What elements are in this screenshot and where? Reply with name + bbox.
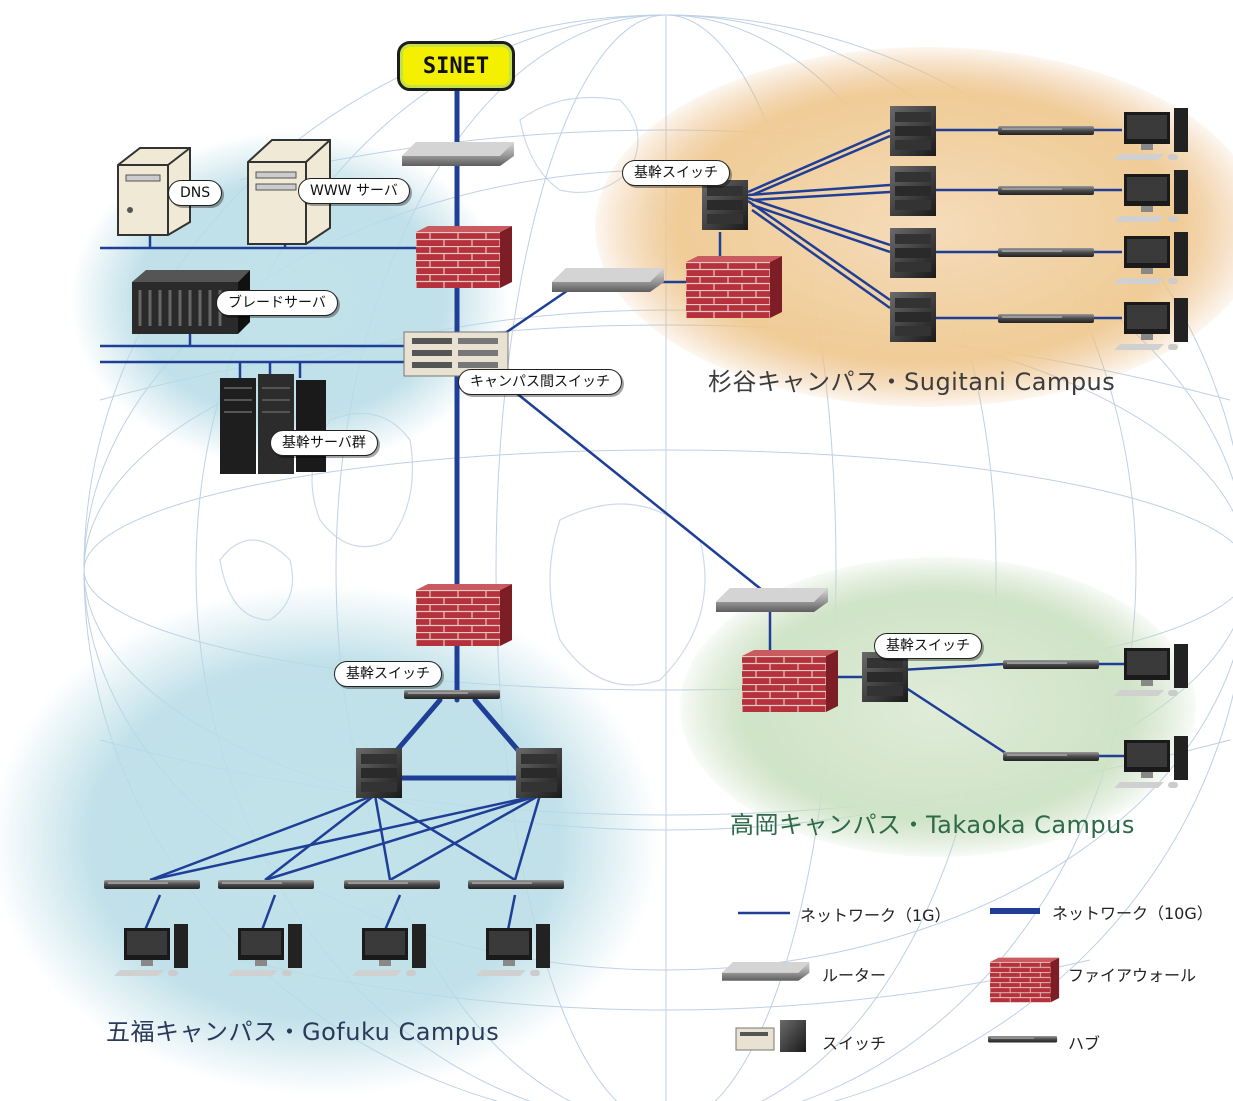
takaoka-campus-title: 高岡キャンパス・Takaoka Campus	[730, 811, 1135, 839]
sugitani-hub-1-icon	[998, 126, 1094, 135]
central-firewall-icon	[416, 226, 512, 288]
core-servers-label: 基幹サーバ群	[270, 430, 378, 456]
takaoka-zone	[680, 557, 1196, 857]
blade-server-icon	[132, 270, 250, 334]
gofuku-campus-title: 五福キャンパス・Gofuku Campus	[106, 1018, 500, 1046]
blade-server-label: ブレードサーバ	[216, 290, 338, 316]
legend-hub-icon	[988, 1036, 1058, 1043]
legend-router-icon	[722, 962, 810, 981]
sugitani-hub-4-icon	[998, 314, 1094, 323]
gofuku-switch-left-icon	[356, 748, 402, 798]
gofuku-core-switch-icon	[404, 690, 500, 699]
gofuku-hub-2-icon	[218, 880, 314, 889]
dns-label: DNS	[168, 180, 223, 206]
takaoka-hub-1-icon	[1003, 660, 1099, 669]
dns-server-icon	[117, 147, 191, 236]
www-server-label: WWW サーバ	[298, 178, 410, 204]
takaoka-router-icon	[716, 588, 828, 612]
sugitani-core-switch-icon	[702, 180, 748, 230]
gofuku-hub-4-icon	[468, 880, 564, 889]
legend-1g-label: ネットワーク（1G）	[800, 906, 951, 925]
gofuku-switch-right-icon	[516, 748, 562, 798]
legend-firewall-label: ファイアウォール	[1068, 966, 1197, 985]
takaoka-core-switch-label: 基幹スイッチ	[874, 633, 982, 659]
legend-switch-icon	[735, 1020, 806, 1052]
legend-switch-label: スイッチ	[822, 1034, 887, 1053]
legend-router-label: ルーター	[822, 966, 887, 985]
sugitani-switch-2-icon	[890, 166, 936, 216]
central-router-icon	[402, 142, 514, 166]
legend-10g-label: ネットワーク（10G）	[1052, 904, 1213, 923]
legend-firewall-icon	[990, 957, 1060, 1003]
core-servers-icon	[220, 374, 326, 474]
legend-hub-label: ハブ	[1068, 1034, 1101, 1053]
sugitani-zone	[595, 47, 1233, 407]
intercampus-switch-icon	[403, 331, 509, 377]
gofuku-hub-1-icon	[104, 880, 200, 889]
takaoka-firewall-icon	[742, 650, 838, 712]
sugitani-firewall-icon	[686, 256, 782, 318]
sugitani-switch-3-icon	[890, 228, 936, 278]
sugitani-hub-2-icon	[998, 186, 1094, 195]
sugitani-switch-4-icon	[890, 292, 936, 342]
gofuku-hub-3-icon	[344, 880, 440, 889]
www-server-icon	[247, 139, 331, 245]
sinet-node: SINET	[397, 41, 515, 91]
takaoka-hub-2-icon	[1003, 752, 1099, 761]
intercampus-switch-label: キャンパス間スイッチ	[458, 369, 622, 395]
sugitani-campus-title: 杉谷キャンパス・Sugitani Campus	[708, 368, 1116, 396]
gofuku-core-switch-label: 基幹スイッチ	[334, 661, 442, 687]
gofuku-firewall-icon	[416, 584, 512, 646]
sugitani-core-switch-label: 基幹スイッチ	[622, 160, 730, 186]
sugitani-router-icon	[552, 268, 664, 292]
sugitani-hub-3-icon	[998, 248, 1094, 257]
takaoka-core-switch-icon	[862, 652, 908, 702]
sugitani-switch-1-icon	[890, 106, 936, 156]
